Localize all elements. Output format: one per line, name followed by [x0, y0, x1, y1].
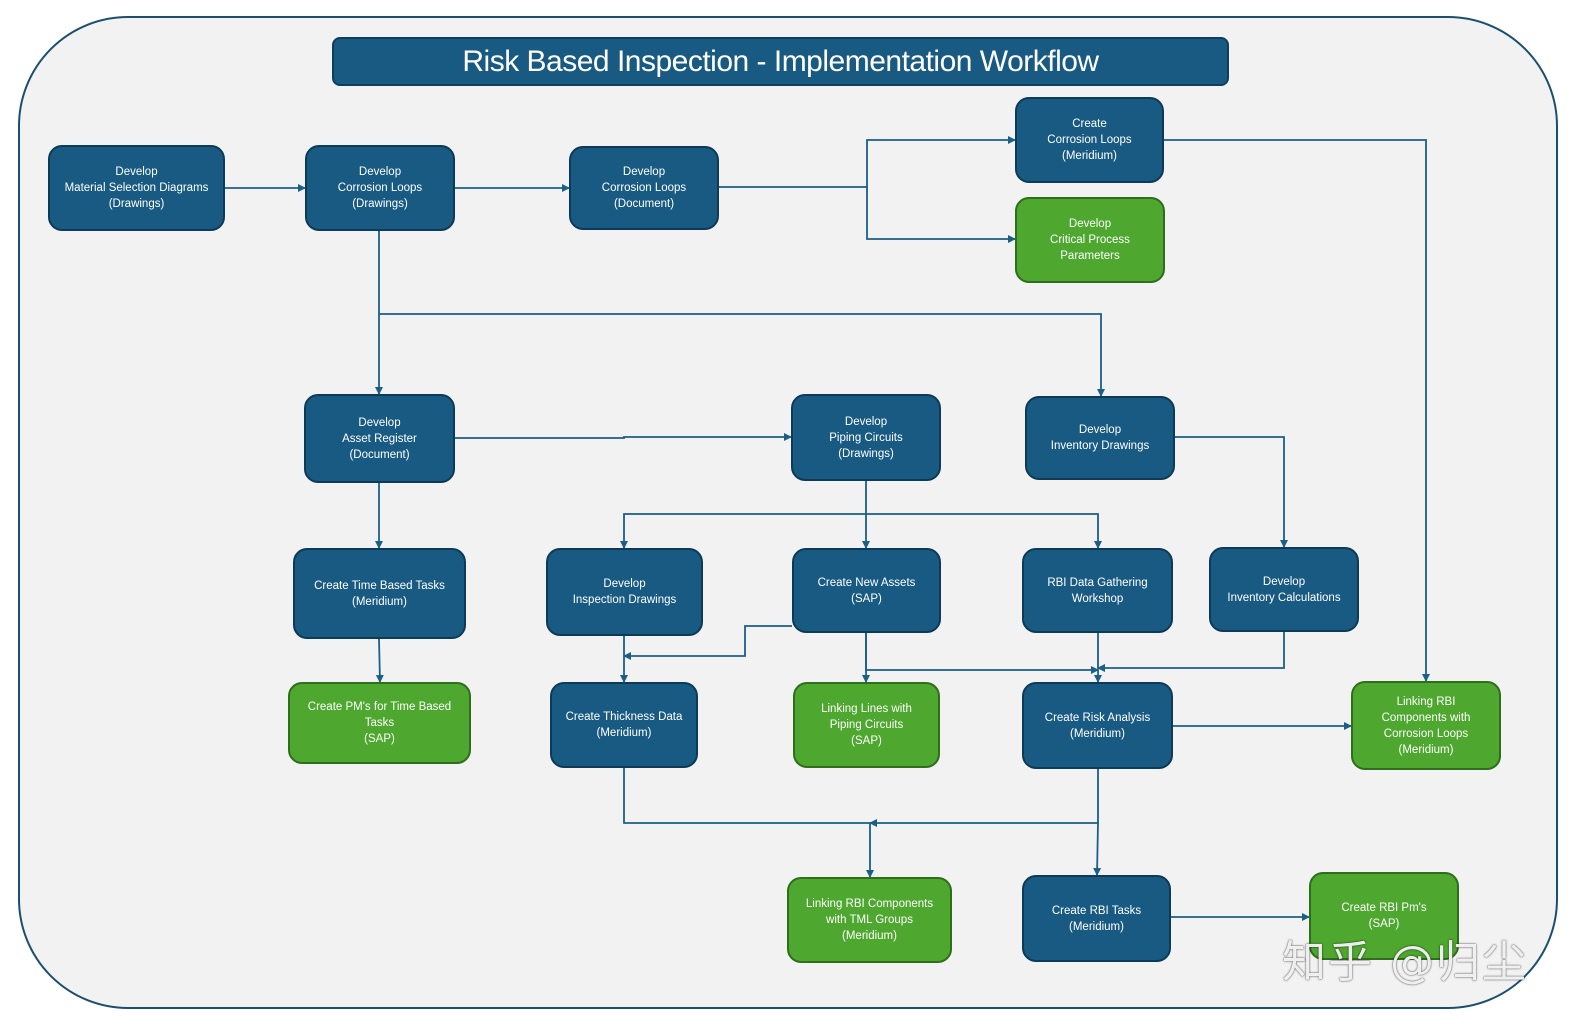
- connector-assetReg-to-pipingCirc: [455, 433, 792, 441]
- connector-invCalc-to-riskAnalysis: [1097, 632, 1285, 672]
- connector-clDoc-to-clMer: [719, 136, 1016, 188]
- node-linkTml: Linking RBI Components with TML Groups (…: [787, 877, 952, 963]
- node-clDraw: Develop Corrosion Loops (Drawings): [305, 145, 455, 231]
- node-rbiPm: Create RBI Pm's (SAP): [1309, 872, 1459, 960]
- rounded-frame: [18, 16, 1558, 1009]
- connector-clDraw-to-invDraw: [379, 313, 1105, 397]
- node-pmTime: Create PM's for Time Based Tasks (SAP): [288, 682, 471, 764]
- connector-thickness-to-linkTml: [623, 768, 874, 878]
- node-invDraw: Develop Inventory Drawings: [1025, 396, 1175, 480]
- node-riskAnalysis: Create Risk Analysis (Meridium): [1022, 682, 1173, 769]
- node-linkLines: Linking Lines with Piping Circuits (SAP): [793, 682, 940, 768]
- connector-newAssets-to-riskAnalysis: [865, 633, 1099, 674]
- node-cpp: Develop Critical Process Parameters: [1015, 197, 1165, 283]
- connector-timeTasks-to-pmTime: [375, 638, 384, 683]
- node-assetReg: Develop Asset Register (Document): [304, 394, 455, 483]
- connector-clDoc-to-cpp: [866, 187, 1016, 243]
- node-thickness: Create Thickness Data (Meridium): [550, 682, 698, 768]
- node-rbiWorkshop: RBI Data Gathering Workshop: [1022, 548, 1173, 633]
- connector-riskAnalysis-to-rbiTasks: [1093, 822, 1102, 876]
- watermark: 知乎 @归尘: [1282, 937, 1528, 988]
- node-newAssets: Create New Assets (SAP): [792, 548, 941, 633]
- node-inspDraw: Develop Inspection Drawings: [546, 548, 703, 636]
- connector-pipingCirc-to-inspDraw: [620, 481, 867, 549]
- connector-clMer-to-linkCorr: [1164, 139, 1430, 682]
- node-rbiTasks: Create RBI Tasks (Meridium): [1022, 875, 1171, 962]
- node-clMer: Create Corrosion Loops (Meridium): [1015, 97, 1164, 183]
- node-timeTasks: Create Time Based Tasks (Meridium): [293, 548, 466, 639]
- diagram-title: Risk Based Inspection - Implementation W…: [332, 37, 1229, 86]
- connector-newAssets-to-thickness: [623, 625, 792, 660]
- node-pipingCirc: Develop Piping Circuits (Drawings): [791, 394, 941, 481]
- node-invCalc: Develop Inventory Calculations: [1209, 547, 1359, 632]
- node-linkCorr: Linking RBI Components with Corrosion Lo…: [1351, 681, 1501, 770]
- connector-pipingCirc-to-rbiWorkshop: [866, 513, 1102, 549]
- connector-invDraw-to-invCalc: [1175, 436, 1288, 548]
- node-clDoc: Develop Corrosion Loops (Document): [569, 146, 719, 230]
- connector-riskAnalysis-to-linkTml: [869, 769, 1099, 827]
- node-msd: Develop Material Selection Diagrams (Dra…: [48, 145, 225, 231]
